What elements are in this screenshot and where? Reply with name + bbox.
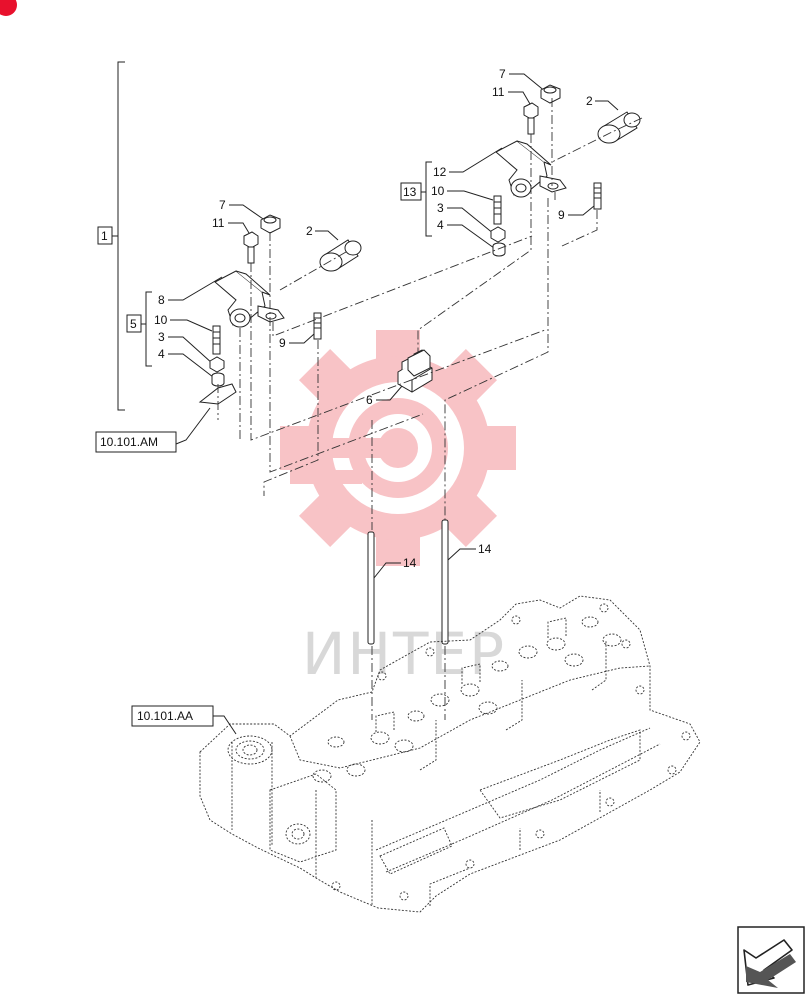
nut-7-left (260, 214, 281, 234)
nut-7-right (540, 84, 561, 104)
group-label-1: 1 (101, 229, 108, 243)
push-rod-14-right (441, 519, 449, 645)
next-page-arrow-icon[interactable] (737, 926, 805, 994)
cap-4-right (492, 242, 506, 257)
reference-box-aa[interactable] (131, 705, 214, 727)
callout-2-left: 2 (306, 224, 313, 238)
callout-11-left: 11 (212, 216, 225, 230)
group-label-13: 13 (403, 185, 417, 199)
reference-box-am[interactable] (95, 431, 177, 453)
callout-7-right: 7 (499, 67, 506, 81)
callout-11-right: 11 (492, 85, 505, 99)
bushing-2-right (597, 111, 641, 144)
rocker-arm-8-left (214, 270, 285, 328)
callout-3-left: 3 (158, 330, 165, 344)
brand-mark-icon (0, 0, 17, 16)
assembly-centerlines (217, 98, 643, 720)
callout-9-left: 9 (279, 336, 286, 350)
callout-3-right: 3 (437, 201, 444, 215)
callout-12: 12 (433, 165, 447, 179)
stud-9-right (593, 182, 602, 210)
stud-9-left (313, 312, 322, 340)
callout-4-left: 4 (158, 347, 165, 361)
callout-10-left: 10 (154, 313, 168, 327)
cylinder-head (199, 595, 701, 913)
valve-bridge-6-upper (407, 349, 431, 377)
callout-10-right: 10 (431, 184, 445, 198)
callout-14-left: 14 (403, 556, 417, 570)
bolt-11-left (243, 231, 259, 264)
group-bracket-13 (425, 161, 432, 237)
group-bracket-5 (145, 291, 152, 367)
screw-10-left (212, 325, 221, 355)
reference-label-aa: 10.101.AA (137, 709, 193, 723)
leader-ref-am (175, 407, 211, 445)
pushrod-end-left (198, 383, 237, 405)
callout-4-right: 4 (437, 218, 444, 232)
push-rod-14-left (367, 531, 375, 645)
reference-label-am: 10.101.AM (100, 435, 158, 449)
bushing-2-left (319, 239, 362, 272)
cap-4-left (211, 372, 225, 387)
bolt-11-right (523, 102, 539, 135)
nut-3-left (209, 356, 225, 373)
callout-7-left: 7 (219, 198, 226, 212)
callout-9-right: 9 (558, 208, 565, 222)
watermark-text: ИНТЕР (302, 620, 506, 688)
group-label-5: 5 (130, 317, 137, 331)
group-box-5 (126, 314, 142, 333)
leader-ref-aa (213, 715, 237, 735)
callout-2-right: 2 (586, 94, 593, 108)
group-bracket-1 (117, 61, 125, 411)
nut-3-right (490, 226, 506, 243)
callout-8: 8 (158, 293, 165, 307)
rocker-arm-12-right (495, 140, 567, 198)
group-box-1 (97, 226, 113, 245)
watermark-logo (280, 330, 516, 566)
callout-6: 6 (366, 393, 373, 407)
group-box-13 (400, 182, 422, 201)
callout-14-right: 14 (478, 542, 492, 556)
screw-10-right (493, 195, 502, 225)
